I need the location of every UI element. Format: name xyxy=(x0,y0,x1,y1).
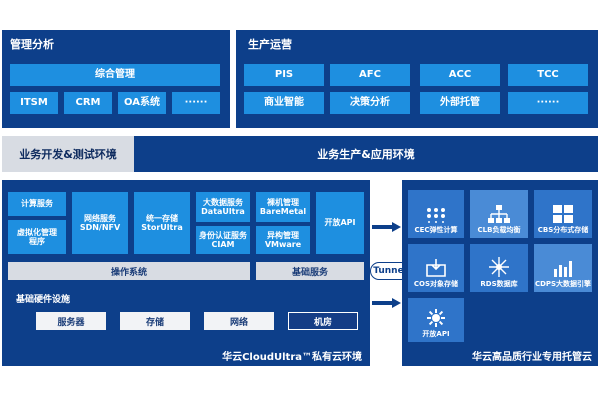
bar-chart-icon xyxy=(554,261,572,277)
private-cloud-panel: 计算服务 虚拟化管理程序 网络服务 SDN/NFV 统一存储 StorUltra… xyxy=(2,180,370,366)
tile-cdps-label: CDPS大数据引擎 xyxy=(534,280,592,288)
migrate-label: 迁移 xyxy=(375,211,394,221)
tile-cdps[interactable]: CDPS大数据引擎 xyxy=(534,244,592,292)
tile-rds-label: RDS数据库 xyxy=(480,280,518,288)
hw-network[interactable]: 网络 xyxy=(204,312,274,330)
dev-env-label: 业务开发&测试环境 xyxy=(19,148,117,161)
dev-env-bar: 业务开发&测试环境 xyxy=(2,136,134,172)
hw-network-label: 网络 xyxy=(229,317,248,328)
migrate-arrow xyxy=(372,222,401,232)
mgmt-title: 管理分析 xyxy=(10,38,54,51)
hw-datacenter-label: 机房 xyxy=(313,317,332,328)
tile-openapi[interactable]: 开放API xyxy=(408,298,464,342)
tile-cbs[interactable]: CBS分布式存储 xyxy=(534,190,592,238)
virtualization-manager[interactable]: 虚拟化管理程序 xyxy=(8,220,66,254)
base-service-label: 基础服务 xyxy=(291,267,328,278)
mgmt-panel: 管理分析 综合管理 ITSM CRM OA系统 ······ xyxy=(2,30,230,128)
tile-cec-label: CEC弹性计算 xyxy=(414,226,458,234)
bigdata-service[interactable]: 大数据服务 DataUltra xyxy=(196,192,250,222)
os-label: 操作系统 xyxy=(110,267,147,278)
mgmt-more[interactable]: ······ xyxy=(172,92,220,114)
open-api[interactable]: 开放API xyxy=(316,192,364,254)
hosted-cloud-panel: CEC弹性计算 CLB负载均衡 CBS分布式存储 COS对象存储 RDS数据库 xyxy=(402,180,598,366)
external-hosting[interactable]: 外部托管 xyxy=(420,92,500,114)
database-network-icon xyxy=(489,257,509,277)
compute-service[interactable]: 计算服务 xyxy=(8,192,66,216)
os-bar: 操作系统 xyxy=(8,262,250,280)
hosted-cloud-footer: 华云高品质行业专用托管云 xyxy=(472,352,592,363)
baremetal-mgmt[interactable]: 裸机管理 BareMetal xyxy=(256,192,310,222)
dr-label: 容灾 xyxy=(375,313,394,323)
identity-service[interactable]: 身份认证服务CIAM xyxy=(196,226,250,254)
hw-storage-label: 存储 xyxy=(145,317,164,328)
afc[interactable]: AFC xyxy=(330,64,410,86)
oa-system[interactable]: OA系统 xyxy=(118,92,166,114)
hw-server[interactable]: 服务器 xyxy=(36,312,106,330)
prod-env-bar: 业务生产&应用环境 xyxy=(134,136,598,172)
load-balancer-icon xyxy=(488,205,510,223)
tile-cec[interactable]: CEC弹性计算 xyxy=(408,190,464,238)
hw-datacenter[interactable]: 机房 xyxy=(288,312,358,330)
object-storage-icon xyxy=(426,259,446,277)
tile-clb[interactable]: CLB负载均衡 xyxy=(470,190,528,238)
tile-cos-label: COS对象存储 xyxy=(413,280,459,288)
hardware-title: 基础硬件设施 xyxy=(16,295,71,305)
private-cloud-footer: 华云CloudUltra™私有云环境 xyxy=(222,352,362,363)
business-intelligence[interactable]: 商业智能 xyxy=(244,92,324,114)
tile-cbs-label: CBS分布式存储 xyxy=(537,226,589,234)
production-panel: 生产运营 PIS AFC ACC TCC 商业智能 决策分析 外部托管 ····… xyxy=(236,30,598,128)
unified-storage[interactable]: 统一存储 StorUltra xyxy=(134,192,190,254)
grid-dots-icon xyxy=(427,208,445,223)
production-title: 生产运营 xyxy=(248,38,292,51)
hw-storage[interactable]: 存储 xyxy=(120,312,190,330)
tile-openapi-label: 开放API xyxy=(422,330,450,338)
acc[interactable]: ACC xyxy=(420,64,500,86)
gear-icon xyxy=(427,309,445,327)
tunnel-label: Tunnel xyxy=(373,266,407,276)
hw-server-label: 服务器 xyxy=(57,317,85,328)
prod-env-label: 业务生产&应用环境 xyxy=(317,148,415,161)
base-service-bar: 基础服务 xyxy=(256,262,364,280)
tile-cos[interactable]: COS对象存储 xyxy=(408,244,464,292)
dr-arrow xyxy=(372,298,401,308)
pis[interactable]: PIS xyxy=(244,64,324,86)
crm[interactable]: CRM xyxy=(64,92,112,114)
heterogeneous-mgmt[interactable]: 异构管理 VMware xyxy=(256,226,310,254)
itsm[interactable]: ITSM xyxy=(10,92,58,114)
decision-analysis[interactable]: 决策分析 xyxy=(330,92,410,114)
tile-clb-label: CLB负载均衡 xyxy=(477,226,521,234)
tcc[interactable]: TCC xyxy=(508,64,588,86)
comprehensive-mgmt[interactable]: 综合管理 xyxy=(10,64,220,86)
production-more[interactable]: ······ xyxy=(508,92,588,114)
distributed-storage-icon xyxy=(553,205,573,223)
network-service[interactable]: 网络服务 SDN/NFV xyxy=(72,192,128,254)
tile-rds[interactable]: RDS数据库 xyxy=(470,244,528,292)
